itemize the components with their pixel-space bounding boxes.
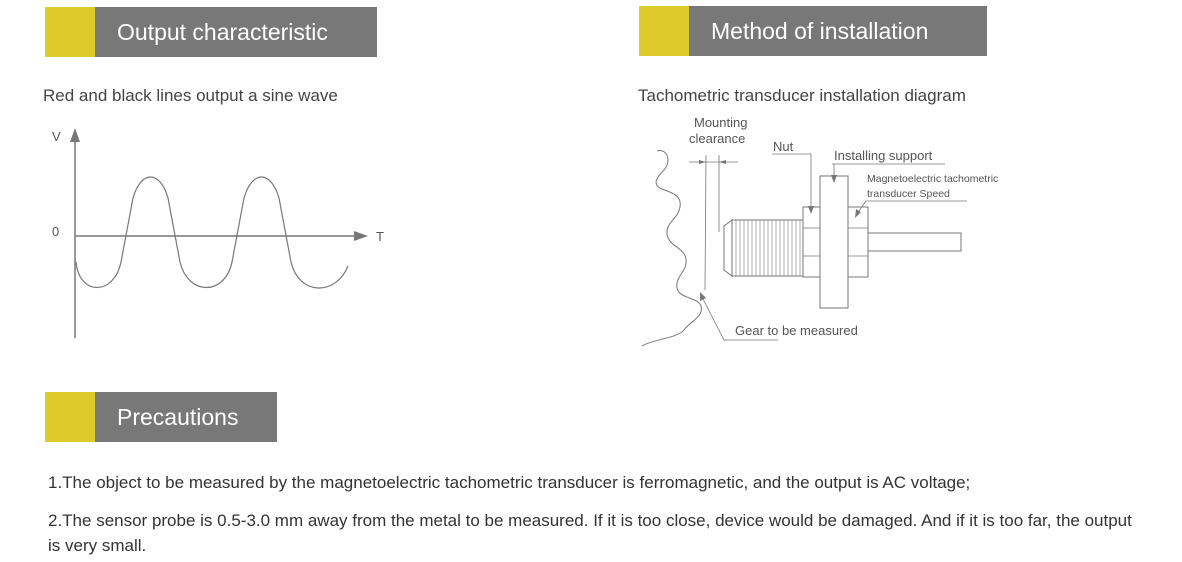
gear-label: Gear to be measured bbox=[735, 323, 858, 338]
y-axis-label: V bbox=[52, 129, 61, 144]
gear-outline bbox=[641, 150, 702, 347]
section-header-precautions: Precautions bbox=[45, 392, 277, 442]
clearance-arrow-right bbox=[719, 160, 726, 164]
x-axis-label: T bbox=[376, 229, 384, 244]
header-accent bbox=[45, 392, 95, 442]
y-axis-arrow bbox=[70, 128, 80, 142]
origin-label: 0 bbox=[52, 224, 59, 239]
gear-leader bbox=[701, 296, 778, 341]
output-subtitle: Red and black lines output a sine wave bbox=[43, 86, 338, 105]
probe-tip bbox=[723, 219, 733, 277]
installing-support-plate bbox=[819, 175, 849, 309]
nut-label: Nut bbox=[773, 139, 794, 154]
nut-leader bbox=[772, 153, 812, 208]
transducer-label-2: transducer Speed bbox=[867, 188, 950, 200]
transducer-label-1: Magnetoelectric tachometric bbox=[867, 173, 998, 185]
clearance-line-left bbox=[704, 154, 707, 291]
installation-subtitle: Tachometric transducer installation diag… bbox=[638, 86, 966, 105]
probe-thread bbox=[731, 219, 805, 277]
mounting-clearance-label-1: Mounting bbox=[694, 115, 747, 130]
thread-lines bbox=[735, 220, 801, 276]
section-header-installation: Method of installation bbox=[639, 6, 987, 56]
section-header-output: Output characteristic bbox=[45, 7, 377, 57]
mounting-clearance-label-2: clearance bbox=[689, 131, 745, 146]
sine-wave bbox=[75, 176, 349, 289]
precaution-item-2: 2.The sensor probe is 0.5-3.0 mm away fr… bbox=[48, 511, 1132, 555]
transducer-leader bbox=[856, 200, 967, 215]
transducer-cable bbox=[867, 232, 962, 252]
installing-support-label: Installing support bbox=[834, 148, 933, 163]
nut-left bbox=[802, 206, 821, 278]
x-axis-arrow bbox=[354, 231, 368, 241]
header-accent bbox=[45, 7, 95, 57]
section-title-output: Output characteristic bbox=[117, 19, 328, 45]
precaution-item-1: 1.The object to be measured by the magne… bbox=[48, 473, 971, 492]
section-title-precautions: Precautions bbox=[117, 404, 239, 430]
nut-right bbox=[847, 206, 869, 278]
section-title-installation: Method of installation bbox=[711, 18, 929, 44]
clearance-arrow-left bbox=[699, 160, 706, 164]
header-accent bbox=[639, 6, 689, 56]
